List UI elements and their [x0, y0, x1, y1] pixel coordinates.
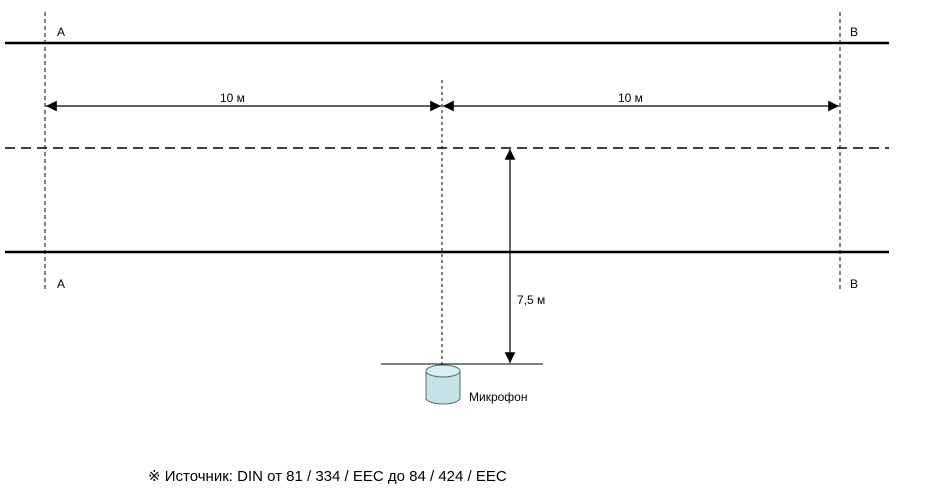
source-note: ※ Источник: DIN от 81 / 334 / EEC до 84 … — [148, 468, 507, 485]
microphone-label: Микрофон — [469, 390, 527, 404]
dim-label-vertical: 7,5 м — [517, 293, 545, 307]
label-a-bottom: A — [57, 277, 65, 291]
label-a-top: A — [57, 25, 65, 39]
label-b-top: B — [850, 25, 858, 39]
microphone-icon — [425, 364, 461, 405]
dim-label-right: 10 м — [618, 91, 643, 105]
dim-label-left: 10 м — [220, 91, 245, 105]
label-b-bottom: B — [850, 277, 858, 291]
